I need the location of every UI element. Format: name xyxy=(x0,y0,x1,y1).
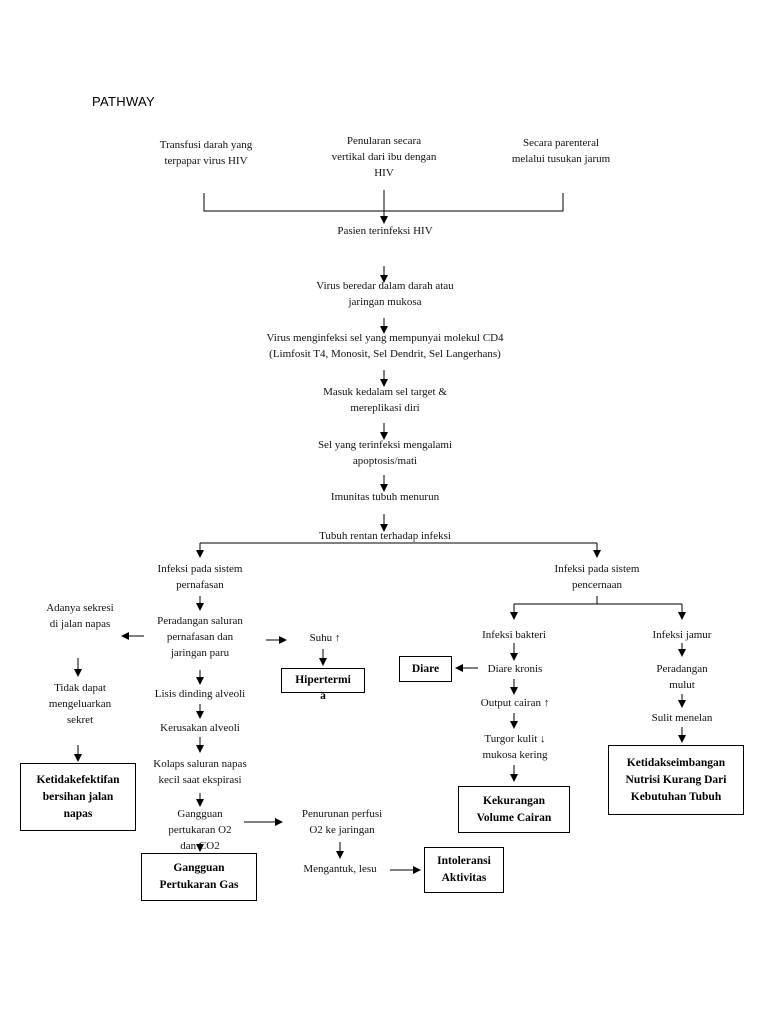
node-penurunan-perfusi: Penurunan perfusi O2 ke jaringan xyxy=(301,808,383,836)
node-infeksi-jamur: Infeksi jamur xyxy=(652,629,712,641)
node-imunitas: Imunitas tubuh menurun xyxy=(330,491,440,503)
node-sekresi: Adanya sekresi di jalan napas xyxy=(46,602,114,630)
diagnosis-diare-box: Diare xyxy=(399,656,452,682)
diagnosis-intoleransi-aktivitas-box: Intoleransi Aktivitas xyxy=(424,847,504,893)
diagnosis-kekurangan-volume-cairan-box: Kekurangan Volume Cairan xyxy=(458,786,570,833)
node-output-cairan: Output cairan ↑ xyxy=(480,697,550,709)
node-diare-kronis: Diare kronis xyxy=(487,663,543,675)
node-peradangan-mulut: Peradangan mulut xyxy=(656,663,708,691)
node-suhu: Suhu ↑ xyxy=(309,632,341,644)
node-penularan-vertikal: Penularan secara vertikal dari ibu denga… xyxy=(331,135,437,179)
node-infeksi-pencernaan: Infeksi pada sistem pencernaan xyxy=(554,563,640,591)
diagnosis-ketidakseimbangan-nutrisi-box: Ketidakseimbangan Nutrisi Kurang Dari Ke… xyxy=(608,745,744,815)
node-peradangan-saluran: Peradangan saluran pernafasan dan jaring… xyxy=(157,615,243,659)
node-infeksi-bakteri: Infeksi bakteri xyxy=(482,629,546,641)
node-masuk-sel-target: Masuk kedalam sel target & mereplikasi d… xyxy=(323,386,447,414)
diagnosis-gangguan-pertukaran-gas-box: Gangguan Pertukaran Gas xyxy=(141,853,257,901)
source-bracket xyxy=(203,193,564,212)
node-kerusakan: Kerusakan alveoli xyxy=(160,722,240,734)
node-tidak-dapat: Tidak dapat mengeluarkan sekret xyxy=(48,682,112,726)
page-title: PATHWAY xyxy=(92,94,156,109)
node-mengantuk: Mengantuk, lesu xyxy=(303,863,377,875)
node-parenteral: Secara parenteral melalui tusukan jarum xyxy=(511,137,611,165)
node-transfusi: Transfusi darah yang terpapar virus HIV xyxy=(159,139,253,167)
node-lisis: Lisis dinding alveoli xyxy=(154,688,246,700)
node-turgor: Turgor kulit ↓ mukosa kering xyxy=(482,733,548,761)
node-rentan-infeksi: Tubuh rentan terhadap infeksi xyxy=(319,530,451,542)
node-gangguan-pertukaran: Gangguan pertukaran O2 dan CO2 xyxy=(168,808,232,852)
diagnosis-hipertermia-box: Hipertermi a xyxy=(281,668,365,702)
node-infeksi-pernafasan: Infeksi pada sistem pernafasan xyxy=(157,563,243,591)
node-apoptosis: Sel yang terinfeksi mengalami apoptosis/… xyxy=(317,439,453,467)
diagnosis-ketidakefektifan-box: Ketidakefektifan bersihan jalan napas xyxy=(20,763,136,831)
node-virus-beredar: Virus beredar dalam darah atau jaringan … xyxy=(316,280,454,308)
node-sulit-menelan: Sulit menelan xyxy=(651,712,713,724)
node-kolaps: Kolaps saluran napas kecil saat ekspiras… xyxy=(153,758,247,786)
node-virus-menginfeksi: Virus menginfeksi sel yang mempunyai mol… xyxy=(266,332,504,360)
node-pasien: Pasien terinfeksi HIV xyxy=(337,225,433,237)
